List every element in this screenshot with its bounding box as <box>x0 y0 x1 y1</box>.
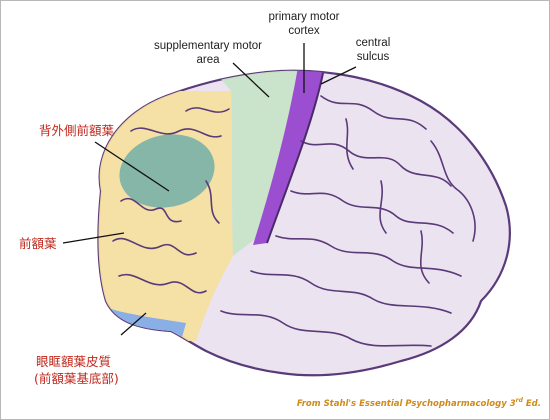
source-prefix: From <box>297 399 324 409</box>
label-ofc-1: 眼眶額葉皮質 <box>36 354 111 369</box>
label-primary-motor-2: cortex <box>288 25 320 37</box>
source-credit: From Stahl's Essential Psychopharmacolog… <box>297 397 541 409</box>
supplementary-motor-region <box>206 70 301 256</box>
gyri-lines <box>112 95 476 347</box>
label-central-sulcus-2: sulcus <box>357 51 390 63</box>
label-ofc-2: (前額葉基底部) <box>34 371 119 386</box>
label-supplementary-1: supplementary motor <box>154 40 262 52</box>
label-primary-motor-1: primary motor <box>269 11 340 23</box>
source-sup: rd <box>516 397 524 404</box>
label-supplementary-2: area <box>196 54 220 66</box>
leader-lines <box>62 43 357 336</box>
source-title: Stahl's Essential Psychopharmacology 3 <box>324 399 516 409</box>
source-suffix: Ed. <box>523 399 541 409</box>
label-pfc: 前額葉 <box>19 236 57 251</box>
label-central-sulcus-1: central <box>356 37 391 49</box>
primary-motor-region <box>253 70 323 245</box>
label-dlpfc: 背外側前額葉 <box>39 123 115 138</box>
dlpfc-region <box>119 134 215 208</box>
central-sulcus-line <box>266 72 324 244</box>
